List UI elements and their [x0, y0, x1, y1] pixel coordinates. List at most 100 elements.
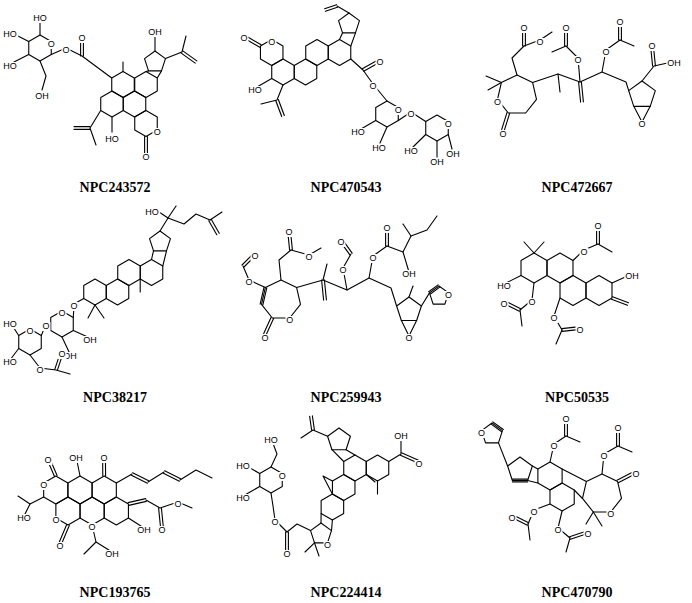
atom-label: O [535, 38, 544, 47]
atom-label-anchor: O [284, 222, 293, 238]
atom-label-anchor: O [338, 260, 347, 276]
double-bond [579, 82, 581, 102]
single-bond [287, 524, 311, 532]
atom-label: O [404, 334, 413, 343]
ring-bond [262, 280, 301, 318]
single-bond [40, 61, 46, 90]
double-bond [260, 287, 264, 304]
atom-label-anchor: O [535, 32, 544, 48]
single-bond [351, 59, 387, 101]
atom-label-anchor: O [477, 423, 486, 439]
single-bond [562, 469, 586, 482]
atom-label-anchor: HO [235, 488, 251, 504]
atom-label: O [615, 18, 624, 27]
atom-label-anchor: O [394, 100, 403, 116]
atom-label: O [647, 42, 656, 51]
double-bond [504, 113, 509, 130]
ring-bond [84, 279, 107, 305]
atom-label-anchor: HO [144, 202, 160, 218]
atom-label-anchor: O [519, 18, 528, 34]
double-bond [512, 479, 527, 480]
atom-label-anchor: HO [16, 508, 32, 524]
atom-label-anchor: OH [445, 144, 461, 160]
ring-bond [104, 497, 128, 525]
atom-label-anchor: O [606, 504, 615, 520]
atom-label: O [99, 454, 108, 463]
double-bond [581, 82, 583, 102]
atom-label: O [336, 238, 345, 247]
ring-bond [140, 260, 163, 286]
atom-label-anchor: O [141, 147, 150, 163]
compound-id: NPC243572 [78, 181, 153, 195]
single-bond [488, 83, 501, 91]
atom-label: O [304, 253, 313, 262]
atom-label: O [631, 470, 640, 479]
atom-label-anchor: O [498, 124, 507, 140]
atom-label-anchor: O [375, 52, 384, 68]
double-bond [310, 416, 312, 430]
double-bond [211, 219, 219, 233]
single-bond [243, 266, 265, 288]
ring-bond [547, 253, 573, 283]
atom-label-anchor: O [285, 310, 294, 326]
atom-label-anchor: OH [401, 264, 417, 280]
atom-label-anchor: OH [68, 448, 84, 464]
atom-label: O [69, 302, 78, 311]
atom-label-anchor: O [444, 285, 453, 301]
single-bond [88, 305, 95, 318]
atom-label-anchor: O [404, 328, 413, 344]
compound-id: NPC38217 [81, 391, 149, 405]
atom-label: O [498, 130, 507, 139]
compound-id-anchor: NPC472667 [540, 179, 615, 195]
atom-label-anchor: O [250, 246, 259, 262]
atom-label: O [244, 278, 253, 287]
single-bond [602, 40, 620, 72]
double-bond [278, 100, 284, 116]
compound-id: NPC50535 [543, 391, 611, 405]
single-bond [528, 481, 538, 484]
ring-bond [586, 276, 612, 306]
single-bond [499, 443, 508, 466]
single-bond [168, 206, 176, 218]
single-bond [180, 470, 212, 480]
single-bond [271, 493, 287, 532]
atom-label: O [43, 456, 52, 465]
atom-label-anchor: O [583, 524, 592, 540]
single-bond [512, 46, 524, 75]
compound-id-anchor: NPC243572 [78, 179, 153, 195]
atom-label: O [39, 481, 48, 490]
compound-id: NPC259943 [309, 391, 384, 405]
atom-label: O [499, 300, 508, 309]
single-bond [380, 127, 387, 143]
atom-label: OH [104, 550, 120, 559]
atom-label-anchor: O [153, 122, 162, 138]
atom-label: O [278, 472, 287, 481]
atom-label: O [561, 24, 570, 33]
atom-label-anchor: OH [624, 266, 640, 282]
atom-label-anchor: O [304, 247, 313, 263]
atom-label: O [382, 224, 391, 233]
double-bond [144, 137, 145, 154]
atom-label-anchor: O [599, 446, 608, 462]
double-bond [74, 129, 90, 130]
atom-label: HO [235, 462, 251, 471]
atom-label-anchor: O [278, 466, 287, 482]
compound-id-anchor: NPC259943 [309, 389, 384, 405]
atom-label-anchor: O [43, 450, 52, 466]
atom-label: OH [429, 158, 445, 167]
single-bond [148, 472, 164, 482]
atom-label: HO [235, 494, 251, 503]
atom-label: O [444, 291, 453, 300]
single-bond [620, 40, 634, 46]
atom-label-anchor: O [282, 544, 291, 560]
atom-label: O [394, 106, 403, 115]
atom-label: O [583, 530, 592, 539]
atom-label-anchor: O [553, 520, 562, 536]
single-bond [448, 135, 452, 150]
single-bond [337, 6, 349, 13]
atom-label-anchor: O [414, 454, 423, 470]
single-bond [534, 242, 544, 253]
single-bond [315, 543, 320, 556]
single-bond [346, 450, 355, 455]
atom-label: O [414, 460, 423, 469]
